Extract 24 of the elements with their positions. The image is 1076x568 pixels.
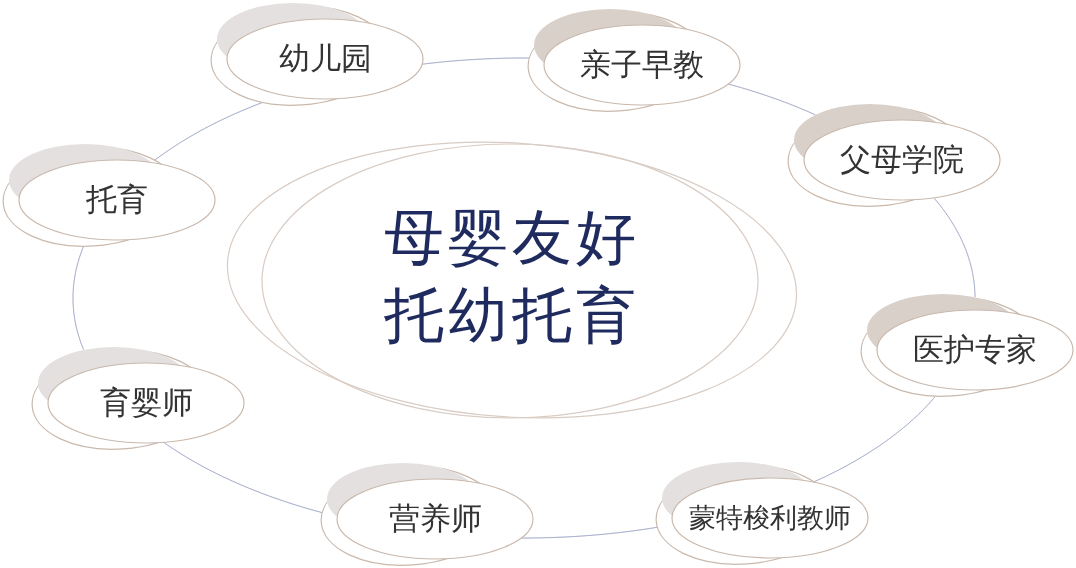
connector-line: [933, 197, 976, 298]
connector-line: [163, 442, 323, 514]
ellipse-node: [786, 102, 1002, 208]
ellipse-node: [859, 292, 1075, 398]
node-label: 医护专家: [913, 332, 1037, 368]
ellipse-node: [30, 345, 246, 451]
node-label: 蒙特梭利教师: [689, 502, 851, 534]
connector-line: [521, 526, 658, 539]
node-label: 营养师: [388, 501, 482, 537]
connector-line: [813, 395, 936, 483]
node-label: 父母学院: [840, 142, 964, 178]
connector-line: [727, 83, 816, 116]
connector-line: [72, 245, 85, 351]
ellipse-node: [319, 461, 535, 567]
node-label: 托育: [86, 182, 148, 218]
node-label: 幼儿园: [278, 41, 372, 77]
node-label: 育婴师: [99, 385, 193, 421]
ellipse-node: [209, 1, 425, 107]
connector-line: [154, 102, 263, 161]
ellipse-node: [1, 142, 217, 248]
ellipse-node: [654, 460, 870, 566]
ellipse-node: [526, 7, 742, 113]
center-title: 母婴友好托幼托育: [383, 201, 641, 352]
node-label: 亲子早教: [580, 47, 704, 83]
